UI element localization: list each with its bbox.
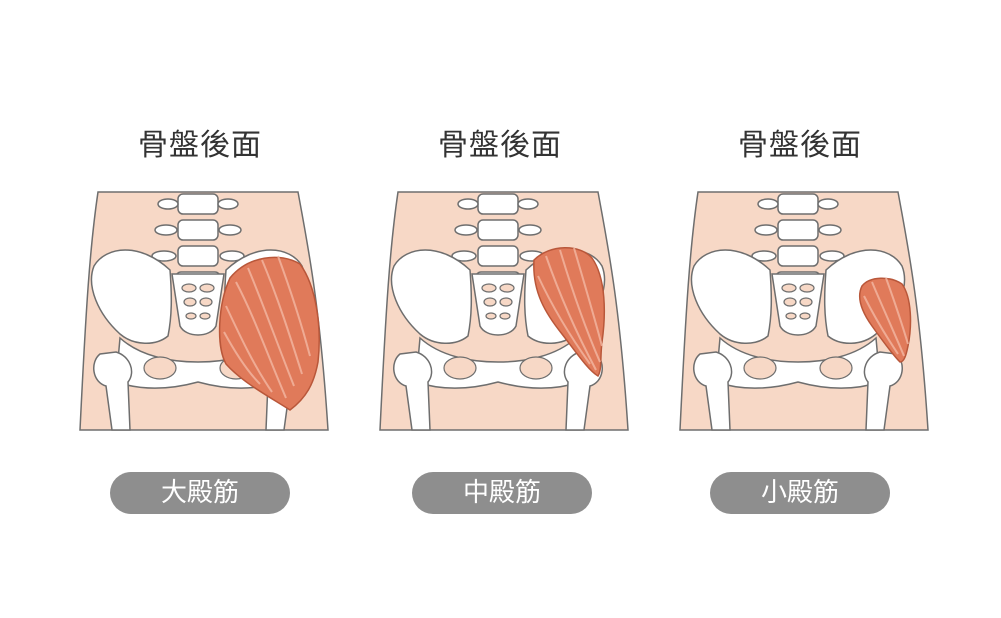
left-ilium bbox=[690, 249, 773, 344]
panel-title: 骨盤後面 bbox=[138, 128, 262, 163]
pelvis-illustration bbox=[679, 191, 929, 431]
left-ilium bbox=[90, 249, 173, 344]
pelvis-figure bbox=[650, 186, 950, 436]
left-ilium bbox=[390, 249, 473, 344]
left-femur bbox=[693, 351, 733, 431]
sacrum bbox=[771, 273, 825, 336]
panel-title: 骨盤後面 bbox=[438, 128, 562, 163]
sacrum bbox=[471, 273, 525, 336]
sacrum bbox=[171, 273, 225, 336]
right-femur bbox=[863, 351, 903, 431]
pelvis-illustration bbox=[79, 191, 329, 431]
panel-gluteus-maximus: 骨盤後面 bbox=[50, 0, 350, 618]
panel-gluteus-minimus: 骨盤後面 bbox=[650, 0, 950, 618]
panel-title: 骨盤後面 bbox=[738, 128, 862, 163]
pelvis-figure bbox=[50, 186, 350, 436]
pelvis-illustration bbox=[379, 191, 629, 431]
pelvis-figure bbox=[350, 186, 650, 436]
left-femur bbox=[93, 351, 133, 431]
panel-gluteus-medius: 骨盤後面 bbox=[350, 0, 650, 618]
gluteus-medius-muscle bbox=[533, 247, 605, 378]
gluteus-maximus-muscle bbox=[218, 255, 320, 411]
muscle-label-pill: 大殿筋 bbox=[110, 472, 290, 514]
left-femur bbox=[393, 351, 433, 431]
vertebrae bbox=[751, 193, 845, 293]
muscle-label-pill: 中殿筋 bbox=[412, 472, 592, 514]
muscle-label-pill: 小殿筋 bbox=[710, 472, 890, 514]
gluteus-minimus-muscle bbox=[858, 277, 912, 363]
